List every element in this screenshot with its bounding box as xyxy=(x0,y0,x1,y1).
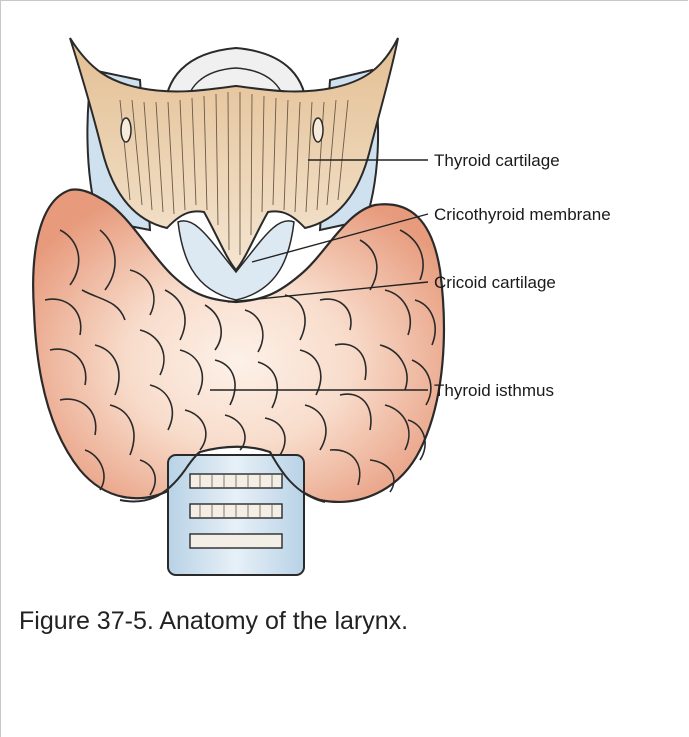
larynx-illustration: Thyroid cartilage Cricothyroid membrane … xyxy=(0,0,689,600)
figure-caption: Figure 37-5. Anatomy of the larynx. xyxy=(19,607,408,636)
foramen-right xyxy=(313,118,323,142)
label-cricothyroid-membrane: Cricothyroid membrane xyxy=(434,205,611,224)
foramen-left xyxy=(121,118,131,142)
label-thyroid-cartilage: Thyroid cartilage xyxy=(434,151,560,170)
label-cricoid-cartilage: Cricoid cartilage xyxy=(434,273,556,292)
label-thyroid-isthmus: Thyroid isthmus xyxy=(434,381,554,400)
